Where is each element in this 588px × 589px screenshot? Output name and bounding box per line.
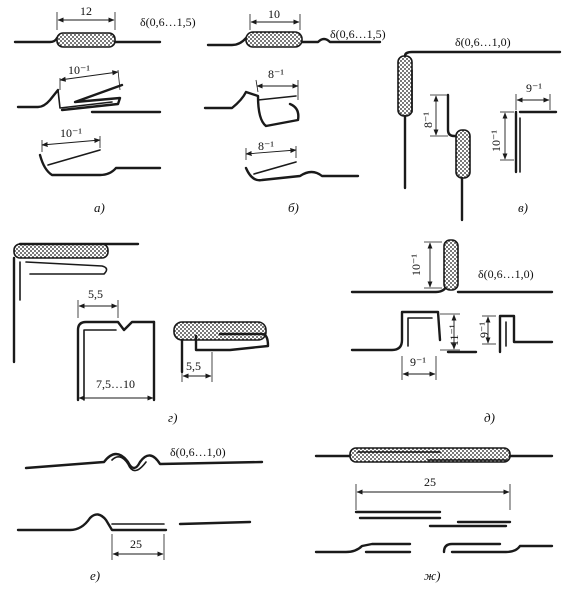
dim-d-d1: 10⁻¹ [409, 254, 423, 276]
caption-v: в) [518, 200, 528, 215]
caption-a: а) [94, 200, 105, 215]
caption-d: д) [484, 410, 495, 425]
dim-d-d4: 9⁻¹ [477, 322, 491, 338]
dim-b-thickness: δ(0,6…1,5) [330, 27, 386, 41]
caption-zh: ж) [424, 568, 440, 583]
caption-e: е) [90, 568, 100, 583]
dim-e-thickness: δ(0,6…1,0) [170, 445, 226, 459]
dim-a-length: 12 [80, 4, 92, 18]
caption-b: б) [288, 200, 299, 215]
dim-d-d3: 9⁻¹ [410, 355, 426, 369]
dim-g-d2: 7,5…10 [96, 377, 135, 391]
panel-b: 10 δ(0,6…1,5) 8⁻¹ 8⁻¹ б) [203, 7, 386, 215]
dim-v-d1: 8⁻¹ [421, 112, 435, 128]
dim-a-thickness: δ(0,6…1,5) [140, 15, 196, 29]
dim-b-preform3: 8⁻¹ [258, 139, 274, 153]
dim-zh-d1: 25 [424, 475, 436, 489]
dim-g-d3: 5,5 [186, 359, 201, 373]
caption-g: г) [168, 410, 177, 425]
dim-b-preform2: 8⁻¹ [268, 67, 284, 81]
panel-a: 12 δ(0,6…1,5) 10⁻¹ 10⁻¹ а) [13, 4, 196, 215]
dim-a-preform2: 10⁻¹ [68, 63, 90, 77]
panel-zh: 25 ж) [314, 447, 554, 583]
dim-v-thickness: δ(0,6…1,0) [455, 35, 511, 49]
dim-g-d1: 5,5 [88, 287, 103, 301]
dim-e-d1: 25 [130, 537, 142, 551]
dim-d-thickness: δ(0,6…1,0) [478, 267, 534, 281]
dim-v-d3: 9⁻¹ [526, 81, 542, 95]
panel-g: 5,5 7,5…10 5,5 г) [12, 242, 270, 425]
panel-e: δ(0,6…1,0) 25 е) [16, 445, 264, 583]
dim-v-d2: 10⁻¹ [489, 130, 503, 152]
dim-a-preform3: 10⁻¹ [60, 126, 82, 140]
panel-v: δ(0,6…1,0) 8⁻¹ 10⁻¹ 9⁻¹ в) [397, 35, 562, 222]
dim-b-length: 10 [268, 7, 280, 21]
dim-d-d2: 11⁻¹ [447, 324, 461, 346]
panel-d: 10⁻¹ δ(0,6…1,0) 9⁻¹ 11⁻¹ 9⁻¹ д) [350, 239, 554, 425]
